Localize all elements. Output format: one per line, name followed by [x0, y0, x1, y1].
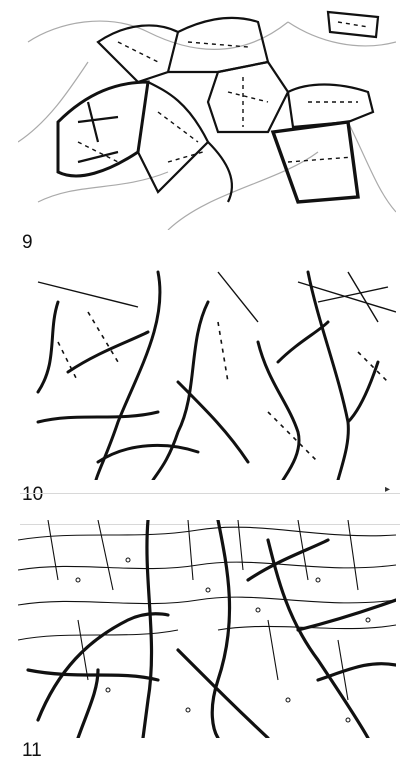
crack-sketch-panel-9 [18, 2, 396, 230]
crack-sketch-9-drawing [18, 2, 396, 230]
crack-sketch-panel-11 [18, 520, 396, 738]
figure-number-9: 9 [22, 232, 33, 254]
crack-sketch-11-drawing [18, 520, 396, 738]
crack-sketch-10-drawing [18, 262, 396, 480]
figure-number-10: 10 [22, 484, 43, 506]
divider [20, 493, 400, 494]
figure-number-11: 11 [22, 740, 42, 762]
cursor-icon: ▸ [385, 484, 390, 495]
crack-sketch-panel-10 [18, 262, 396, 480]
